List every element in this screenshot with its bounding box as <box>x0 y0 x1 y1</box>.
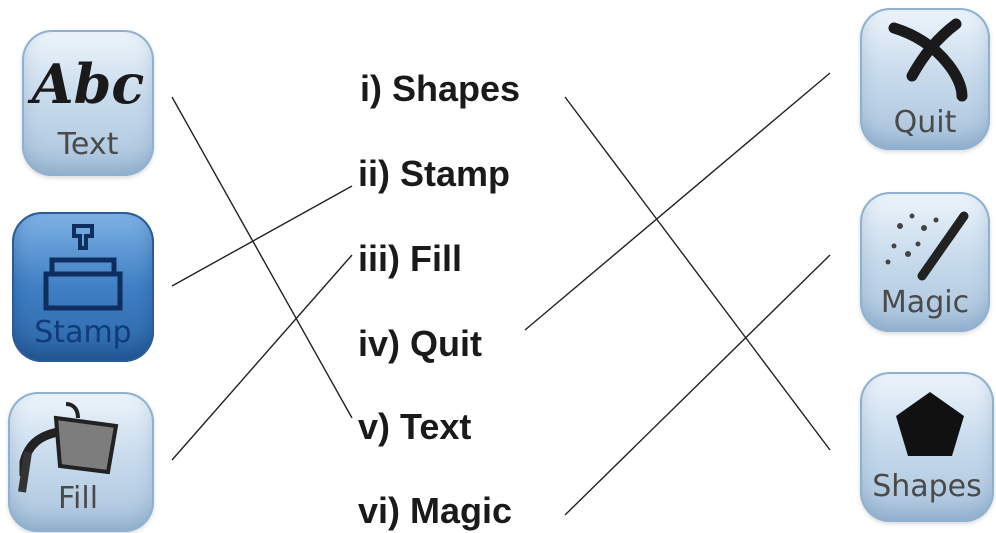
shapes-tool-label: Shapes <box>872 469 982 504</box>
magic-tool-label: Magic <box>880 285 970 320</box>
pentagon-icon <box>896 392 964 456</box>
text-tool-button[interactable]: Abc Text <box>22 30 154 176</box>
item-number: ii) <box>358 153 390 194</box>
quit-x-icon <box>888 18 968 102</box>
paint-bucket-icon <box>18 402 119 493</box>
abc-text-icon: Abc <box>31 52 145 116</box>
text-tool-label: Text <box>57 127 119 162</box>
item-label: Stamp <box>400 153 511 194</box>
stamp-tool-button[interactable]: Stamp <box>12 212 154 362</box>
item-number: iii) <box>358 238 400 279</box>
item-number: i) <box>360 68 382 109</box>
item-stamp: ii) Stamp <box>358 153 510 195</box>
item-number: vi) <box>358 490 401 531</box>
magic-tool-button[interactable]: Magic <box>860 192 990 332</box>
magic-wand-icon <box>885 211 969 281</box>
match-line-magic <box>564 254 831 516</box>
match-line-stamp <box>171 185 353 287</box>
item-label: Text <box>400 406 472 447</box>
fill-tool-label: Fill <box>57 481 99 516</box>
item-number: v) <box>358 406 391 447</box>
item-number: iv) <box>358 323 401 364</box>
stamp-tool-label: Stamp <box>34 315 132 350</box>
item-quit: iv) Quit <box>358 323 482 365</box>
item-label: Quit <box>410 323 483 364</box>
item-magic: vi) Magic <box>358 490 512 532</box>
shapes-tool-button[interactable]: Shapes <box>860 372 994 522</box>
fill-tool-button[interactable]: Fill <box>8 392 154 532</box>
item-label: Fill <box>410 238 463 279</box>
item-label: Magic <box>410 490 513 531</box>
item-label: Shapes <box>392 68 521 109</box>
match-line-fill <box>171 254 353 461</box>
match-line-text <box>171 96 353 419</box>
stamp-icon <box>43 224 123 311</box>
item-fill: iii) Fill <box>358 238 462 280</box>
match-line-shapes <box>564 96 831 451</box>
item-shapes: i) Shapes <box>360 68 520 110</box>
quit-tool-label: Quit <box>893 105 957 140</box>
match-line-quit <box>524 72 831 331</box>
quit-tool-button[interactable]: Quit <box>860 8 990 150</box>
item-text: v) Text <box>358 406 471 448</box>
